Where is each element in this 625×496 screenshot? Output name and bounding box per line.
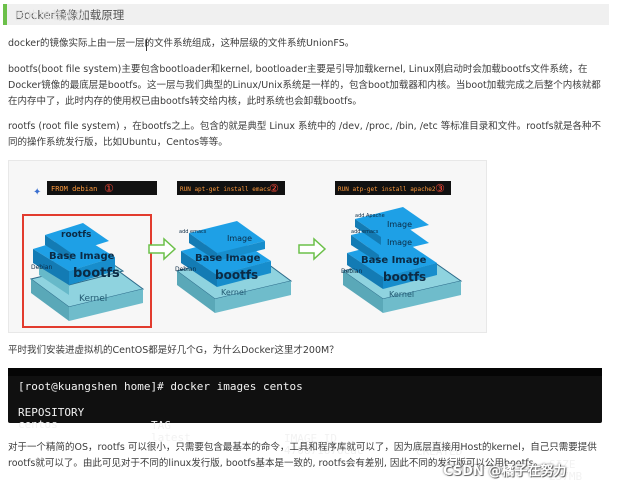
panel3-layer-image: Image <box>387 238 412 247</box>
panel3-command: RUN atp-get install apache2 <box>338 186 436 193</box>
section-heading: Docker镜像加载原理 图片加载失败 <box>3 4 609 25</box>
panel1-layer-base: Base Image <box>49 251 115 262</box>
paragraph-question: 平时我们安装进虚拟机的CentOS都是好几个G，为什么Docker这里才200M… <box>8 345 339 356</box>
heading-watermark: 图片加载失败 <box>15 9 87 22</box>
paragraph-rootfs: rootfs (root file system) ，在bootfs之上。包含的… <box>8 121 602 148</box>
terminal-screenshot: [root@kuangshen home]# docker images cen… <box>8 368 602 483</box>
sparkle-icon: ✦ <box>33 187 41 198</box>
panel2-layer-image: Image <box>227 234 252 243</box>
paragraph-intro: docker的镜像实际上由一层一层的文件系统组成，这种层级的文件系统UnionF… <box>8 38 355 49</box>
panel3-layer-image-top: Image <box>387 220 412 229</box>
panel2-kernel: Kernel <box>221 288 246 297</box>
arrow-right-icon <box>298 237 327 261</box>
terminal-data-row: centos latest 470671670cac 3 months ago … <box>18 405 582 496</box>
panel2-layer-debian: Debian <box>175 266 196 273</box>
panel3-layer-debian: Debian <box>341 268 362 275</box>
panel3-stack <box>341 207 463 313</box>
terminal-header-row: REPOSITORY TAG IMAGE ID CREATED SIZE <box>18 393 576 484</box>
panel3-command-bar <box>335 181 451 195</box>
footer-watermark: CSDN @橘子在努力 <box>443 464 567 479</box>
panel2-layer-base: Base Image <box>195 253 261 264</box>
panel3-number: ③ <box>435 182 445 195</box>
paragraph-bootfs: bootfs(boot file system)主要包含bootloader和k… <box>8 64 601 107</box>
arrow-right-icon <box>148 237 177 261</box>
panel3-layer-base: Base Image <box>361 255 427 266</box>
panel1-bootfs: bootfs <box>73 266 120 281</box>
panel1-layer-rootfs: rootfs <box>61 230 91 240</box>
panel2-command: RUN apt-get install emacs <box>180 186 271 193</box>
panel1-stack <box>29 223 145 321</box>
layer-diagram-svg: FROM debian ① ✦ RUN apt-get install emac… <box>22 181 463 328</box>
panel3-kernel: Kernel <box>389 290 414 299</box>
panel3-layer-emacs: add emacs <box>351 229 379 235</box>
panel2-command-bar <box>177 181 285 195</box>
header-repository: REPOSITORY <box>18 406 85 419</box>
cell-size: 237MB <box>549 470 583 483</box>
panel2-number: ② <box>269 182 279 195</box>
paragraph-conclusion: 对于一个精简的OS，rootfs 可以很小，只需要包含最基本的命令，工具和程序库… <box>8 442 597 469</box>
panel2-bootfs: bootfs <box>215 268 258 282</box>
panel3-bootfs: bootfs <box>383 270 426 284</box>
panel2-stack <box>175 221 293 313</box>
highlight-frame <box>22 214 152 328</box>
text-cursor <box>146 40 147 51</box>
panel1-command-bar <box>47 181 157 195</box>
cell-repository: centos <box>18 418 58 431</box>
cell-created: 3 months ago <box>416 457 496 470</box>
header-image-id: IMAGE ID <box>284 432 337 445</box>
header-tag: TAG <box>151 419 171 432</box>
panel1-kernel: Kernel <box>79 294 107 304</box>
panel3-layer-apache: add Apache <box>355 213 385 219</box>
header-created: CREATED <box>416 445 463 458</box>
cell-image-id: 470671670cac <box>284 444 364 457</box>
terminal-command: [root@kuangshen home]# docker images cen… <box>18 380 303 393</box>
header-size: SIZE <box>549 458 576 471</box>
layer-diagram: FROM debian ① ✦ RUN apt-get install emac… <box>8 160 487 333</box>
terminal-topbar <box>8 368 602 376</box>
panel1-layer-debian: Debian <box>31 264 52 271</box>
panel1-number: ① <box>104 182 114 195</box>
panel2-layer-emacs: add emacs <box>179 229 207 235</box>
panel1-command: FROM debian <box>51 185 97 193</box>
section-title: Docker镜像加载原理 <box>15 8 125 22</box>
cell-tag: latest <box>151 431 191 444</box>
